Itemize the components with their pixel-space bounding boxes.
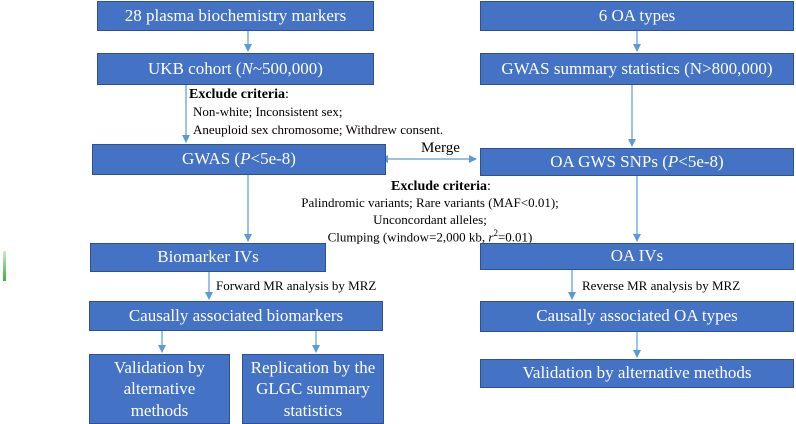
validation-left-box: Validation by alternative methods bbox=[89, 354, 230, 424]
forward-mr-label: Forward MR analysis by MRZ bbox=[216, 278, 377, 293]
left-exclude-criteria: Exclude criteria: bbox=[189, 87, 289, 102]
middle-exclude-title: Exclude criteria bbox=[391, 179, 488, 194]
middle-exclude-line2: Unconcordant alleles; bbox=[373, 212, 487, 227]
ukb-cohort-box: UKB cohort (N~500,000) bbox=[97, 53, 374, 85]
validation-right-label: Validation by alternative methods bbox=[522, 363, 752, 383]
oa-types-box: 6 OA types bbox=[480, 1, 794, 31]
merge-label: Merge bbox=[421, 140, 460, 156]
reverse-mr-label: Reverse MR analysis by MRZ bbox=[582, 278, 741, 293]
left-exclude-title: Exclude criteria bbox=[189, 87, 286, 102]
biomarker-ivs-label: Biomarker IVs bbox=[157, 247, 259, 267]
causal-oa-types-label: Causally associated OA types bbox=[536, 306, 738, 326]
middle-exclude-line3: Clumping (window=2,000 kb, r2=0.01) bbox=[327, 228, 533, 245]
oa-gws-snps-label: OA GWS SNPs (P<5e-8) bbox=[550, 151, 724, 171]
validation-left-label: Validation by alternative methods bbox=[113, 358, 206, 420]
left-exclude-line2: Aneuploid sex chromosome; Withdrew conse… bbox=[193, 122, 444, 137]
oa-ivs-box: OA IVs bbox=[480, 243, 794, 270]
middle-exclude-line1: Palindromic variants; Rare variants (MAF… bbox=[301, 195, 559, 210]
oa-ivs-label: OA IVs bbox=[610, 246, 664, 266]
biomarker-ivs-box: Biomarker IVs bbox=[90, 243, 326, 272]
gwas-summary-box: GWAS summary statistics (N>800,000) bbox=[480, 53, 794, 85]
left-gwas-label: GWAS (P<5e-8) bbox=[182, 149, 296, 169]
middle-exclude-criteria: Exclude criteria: bbox=[391, 179, 491, 194]
validation-right-box: Validation by alternative methods bbox=[480, 359, 794, 388]
scroll-indicator bbox=[3, 251, 6, 281]
replication-label: Replication by the GLGC summary statisti… bbox=[250, 358, 376, 420]
causal-biomarkers-label: Causally associated biomarkers bbox=[128, 305, 344, 325]
ukb-cohort-label: UKB cohort (N~500,000) bbox=[148, 58, 323, 78]
oa-types-label: 6 OA types bbox=[598, 5, 676, 25]
causal-biomarkers-box: Causally associated biomarkers bbox=[89, 301, 383, 331]
causal-oa-types-box: Causally associated OA types bbox=[480, 301, 794, 332]
replication-box: Replication by the GLGC summary statisti… bbox=[242, 354, 384, 424]
plasma-markers-label: 28 plasma biochemistry markers bbox=[124, 5, 347, 25]
oa-gws-snps-box: OA GWS SNPs (P<5e-8) bbox=[480, 148, 794, 176]
left-exclude-line1: Non-white; Inconsistent sex; bbox=[193, 104, 343, 119]
gwas-summary-label: GWAS summary statistics (N>800,000) bbox=[501, 58, 773, 78]
plasma-markers-box: 28 plasma biochemistry markers bbox=[97, 1, 374, 31]
left-gwas-box: GWAS (P<5e-8) bbox=[92, 144, 386, 175]
